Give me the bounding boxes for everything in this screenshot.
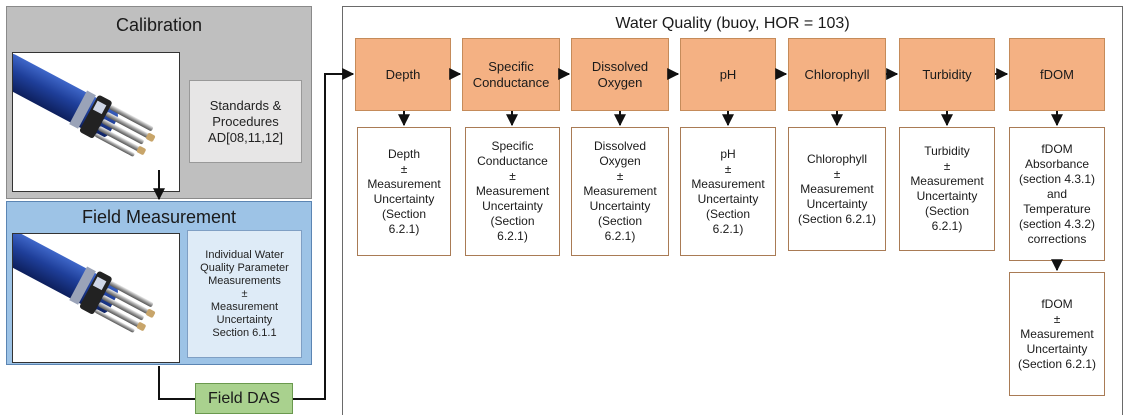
output-line: 6.2.1) bbox=[712, 221, 744, 236]
water-quality-title: Water Quality (buoy, HOR = 103) bbox=[615, 15, 850, 32]
output-line: Uncertainty bbox=[806, 196, 868, 211]
output-line: Chlorophyll bbox=[806, 151, 867, 166]
output-line: (Section bbox=[490, 214, 535, 228]
water-quality-sonde-icon bbox=[13, 234, 156, 333]
output-line: ± bbox=[833, 166, 841, 181]
output-line: Absorbance bbox=[1024, 156, 1090, 171]
parameter-box-chlorophyll: Chlorophyll bbox=[788, 38, 886, 111]
output-line: Uncertainty bbox=[1026, 341, 1088, 356]
output-line: Measurement bbox=[1020, 326, 1094, 341]
output-line: ± bbox=[724, 161, 732, 176]
parameter-label: Conductance bbox=[472, 74, 550, 90]
parameter-label: Oxygen bbox=[597, 74, 643, 90]
info-line: Measurements bbox=[208, 274, 281, 287]
output-line: (Section bbox=[705, 206, 751, 221]
output-line: Uncertainty bbox=[482, 199, 543, 213]
info-line: Individual Water bbox=[205, 248, 284, 261]
output-line: (Section 6.2.1) bbox=[1017, 356, 1097, 371]
parameter-box-specific-conductance: Specific Conductance bbox=[462, 38, 560, 111]
output-line: Measurement bbox=[800, 181, 874, 196]
info-line: Section 6.1.1 bbox=[212, 326, 277, 339]
output-box-ph: pH ± Measurement Uncertainty (Section 6.… bbox=[680, 127, 776, 256]
field-measurement-info-box: Individual Water Quality Parameter Measu… bbox=[187, 230, 302, 358]
info-line: ± bbox=[241, 287, 248, 300]
output-box-fdom-final: fDOM ± Measurement Uncertainty (Section … bbox=[1009, 272, 1105, 396]
water-quality-sonde-icon bbox=[13, 53, 156, 157]
info-line: Procedures bbox=[212, 113, 279, 129]
output-line: Conductance bbox=[477, 154, 548, 168]
output-line: Specific bbox=[491, 139, 534, 153]
output-line: Uncertainty bbox=[589, 199, 651, 213]
output-line: Depth bbox=[387, 146, 421, 161]
parameter-label: fDOM bbox=[1040, 66, 1074, 82]
output-line: Temperature bbox=[1023, 201, 1091, 216]
output-line: Measurement bbox=[367, 176, 441, 191]
field-das-label: Field DAS bbox=[207, 389, 281, 407]
output-line: corrections bbox=[1027, 231, 1087, 246]
field-sonde-image bbox=[12, 233, 180, 363]
output-line: (Section bbox=[597, 214, 643, 228]
parameter-box-turbidity: Turbidity bbox=[899, 38, 995, 111]
field-measurement-title: Field Measurement bbox=[81, 207, 237, 227]
calibration-sonde-image bbox=[12, 52, 180, 192]
output-line: 6.2.1) bbox=[931, 219, 963, 233]
parameter-label: pH bbox=[719, 66, 737, 82]
output-line: 6.2.1) bbox=[604, 229, 636, 243]
parameter-label: Turbidity bbox=[922, 66, 972, 82]
output-line: fDOM bbox=[1041, 296, 1073, 311]
info-line: Standards & bbox=[209, 97, 282, 113]
output-line: Uncertainty bbox=[916, 189, 978, 203]
parameter-box-depth: Depth bbox=[355, 38, 451, 111]
output-line: (Section bbox=[381, 206, 427, 221]
output-line: Oxygen bbox=[599, 154, 641, 168]
output-line: 6.2.1) bbox=[388, 221, 420, 236]
output-line: Measurement bbox=[583, 184, 657, 198]
output-line: Uncertainty bbox=[373, 191, 435, 206]
parameter-box-ph: pH bbox=[680, 38, 776, 111]
output-box-depth: Depth ± Measurement Uncertainty (Section… bbox=[357, 127, 451, 256]
output-box-fdom-corrections: fDOM Absorbance (section 4.3.1) and Temp… bbox=[1009, 127, 1105, 261]
output-box-chlorophyll: Chlorophyll ± Measurement Uncertainty (S… bbox=[788, 127, 886, 251]
output-line: (Section 6.2.1) bbox=[797, 211, 877, 226]
output-line: fDOM bbox=[1041, 141, 1073, 156]
parameter-label: Chlorophyll bbox=[804, 66, 870, 82]
output-line: Turbidity bbox=[924, 144, 970, 158]
output-line: Measurement bbox=[910, 174, 984, 188]
output-line: (Section bbox=[924, 204, 970, 218]
output-line: ± bbox=[943, 159, 951, 173]
output-line: and bbox=[1046, 186, 1067, 201]
output-line: Measurement bbox=[475, 184, 550, 198]
output-line: Dissolved bbox=[593, 139, 647, 153]
standards-procedures-box: Standards & Procedures AD[08,11,12] bbox=[189, 80, 302, 163]
calibration-title: Calibration bbox=[115, 15, 203, 35]
info-line: Uncertainty bbox=[216, 313, 273, 326]
output-box-specific-conductance: Specific Conductance ± Measurement Uncer… bbox=[465, 127, 560, 256]
output-line: Measurement bbox=[691, 176, 765, 191]
output-box-turbidity: Turbidity ± Measurement Uncertainty (Sec… bbox=[899, 127, 995, 251]
output-box-dissolved-oxygen: Dissolved Oxygen ± Measurement Uncertain… bbox=[571, 127, 669, 256]
parameter-label: Depth bbox=[385, 66, 421, 82]
output-line: 6.2.1) bbox=[497, 229, 528, 243]
info-line: Quality Parameter bbox=[200, 261, 289, 274]
output-line: ± bbox=[400, 161, 408, 176]
output-line: Uncertainty bbox=[697, 191, 759, 206]
info-line: Measurement bbox=[210, 300, 279, 313]
parameter-label: Dissolved bbox=[591, 58, 649, 74]
output-line: ± bbox=[1053, 311, 1061, 326]
output-line: ± bbox=[616, 169, 624, 183]
output-line: (section 4.3.2) bbox=[1018, 216, 1096, 231]
parameter-label: Specific bbox=[488, 58, 534, 74]
parameter-box-dissolved-oxygen: Dissolved Oxygen bbox=[571, 38, 669, 111]
output-line: ± bbox=[509, 169, 516, 183]
line-field-to-das bbox=[158, 366, 195, 400]
output-line: pH bbox=[720, 146, 736, 161]
info-line: AD[08,11,12] bbox=[208, 129, 283, 145]
output-line: (section 4.3.1) bbox=[1018, 171, 1096, 186]
field-das-box: Field DAS bbox=[195, 383, 293, 414]
parameter-box-fdom: fDOM bbox=[1009, 38, 1105, 111]
